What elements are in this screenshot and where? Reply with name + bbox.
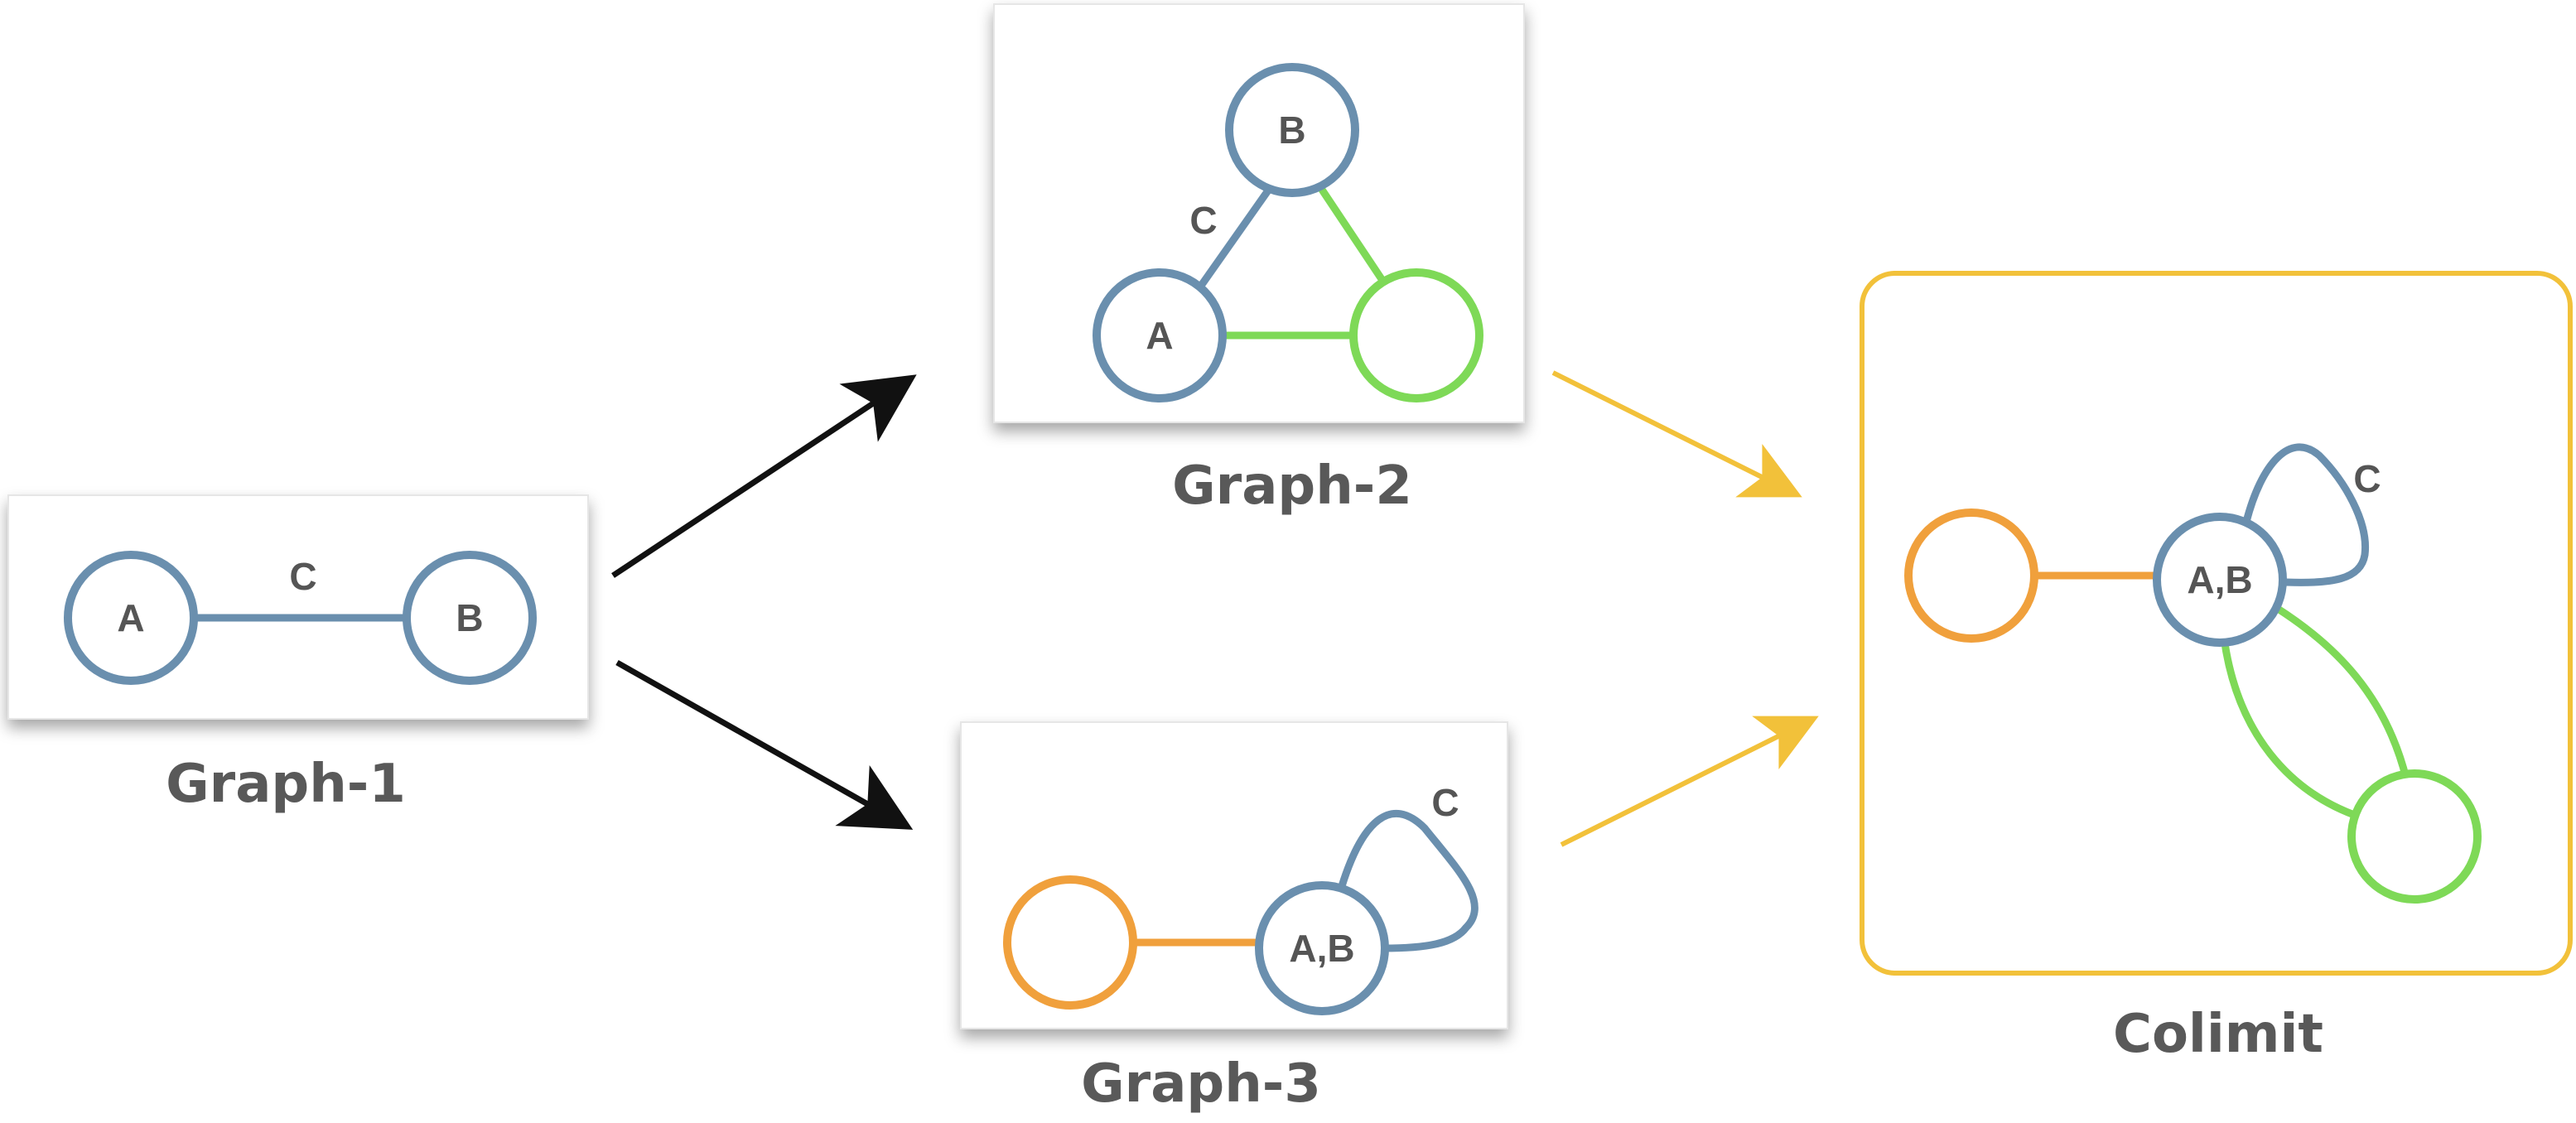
graph-2-node-green	[1349, 268, 1483, 402]
graph-3-node-ab	[1255, 881, 1389, 1015]
graph-3-node-orange	[1003, 875, 1137, 1010]
colimit-frame	[1860, 271, 2573, 976]
arrow-graph1-to-graph2	[611, 374, 917, 578]
colimit-panel: A,B C Colimit	[1860, 271, 2573, 1065]
graph-2-node-a	[1093, 268, 1227, 402]
graph-1-edge-label: C	[289, 555, 316, 598]
morphism-arrows	[611, 370, 1819, 847]
graph-3-panel: A,B C Graph-3	[960, 721, 1508, 1115]
graph-2-panel: B A C Graph-2	[993, 3, 1525, 517]
colimit-caption: Colimit	[2113, 1004, 2323, 1065]
graph-3-node-ab-label: A,B	[1289, 927, 1354, 970]
graph-2-edge-c	[1198, 180, 1277, 288]
colimit-node-ab	[2153, 513, 2287, 647]
colimit-loop-label: C	[2353, 457, 2381, 500]
graph-1-node-a	[64, 551, 198, 685]
graph-2-edge-b-green	[1314, 180, 1387, 284]
arrow-graph2-to-colimit	[1551, 370, 1802, 498]
colimit-edge-green-inner	[2220, 637, 2371, 824]
graph-3-caption: Graph-3	[1081, 1053, 1321, 1115]
graph-1-node-b-label: B	[456, 596, 483, 639]
graph-1-caption: Graph-1	[166, 754, 406, 815]
colimit-edge-green-outer	[2275, 605, 2410, 780]
arrow-graph1-to-graph3	[615, 659, 914, 830]
graph-2-node-b-label: B	[1278, 108, 1305, 152]
graph-3-loop-label: C	[1431, 781, 1459, 824]
graph-1-panel: A B C Graph-1	[7, 494, 589, 815]
colimit-loop-c	[2242, 443, 2370, 586]
colimit-node-ab-label: A,B	[2187, 558, 2252, 601]
graph-2-edge-label: C	[1189, 199, 1217, 242]
graph-2-node-a-label: A	[1146, 314, 1173, 357]
graph-3-loop-c	[1338, 809, 1479, 952]
arrow-graph3-to-colimit	[1560, 716, 1819, 847]
graph-2-node-b	[1225, 63, 1359, 197]
graph-1-node-b	[403, 551, 537, 685]
colimit-node-green	[2347, 769, 2482, 904]
colimit-node-orange	[1904, 508, 2038, 643]
graph-2-caption: Graph-2	[1172, 455, 1412, 517]
graph-1-node-a-label: A	[117, 596, 144, 639]
